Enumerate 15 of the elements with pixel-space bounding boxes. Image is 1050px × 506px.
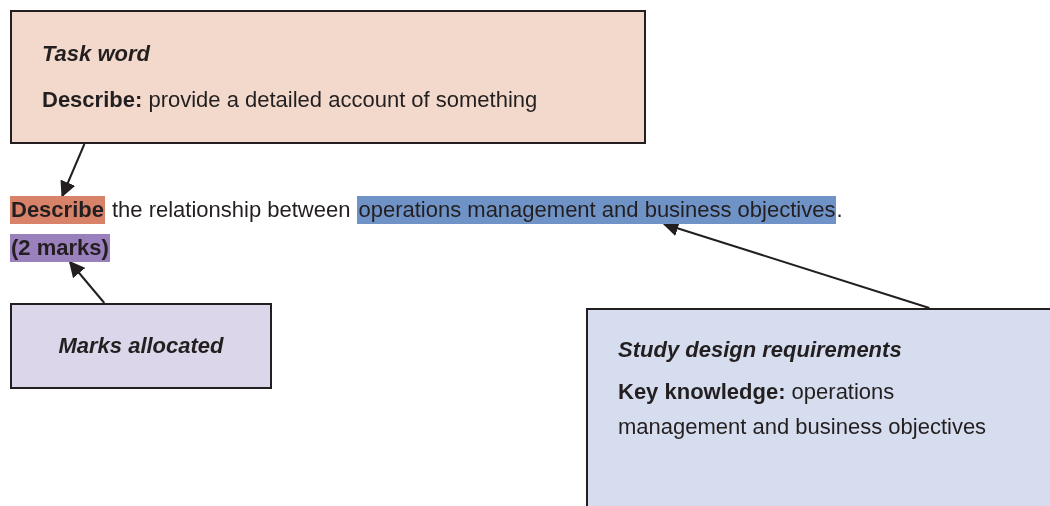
highlighted-text: Describe bbox=[10, 196, 105, 224]
callout-box bbox=[586, 308, 1050, 506]
callout-text: Describe: provide a detailed account of something bbox=[42, 85, 539, 114]
callout-heading: Marks allocated bbox=[58, 332, 224, 360]
callout-text: Key knowledge: operations management and business objectives bbox=[618, 377, 988, 441]
callout-box bbox=[10, 303, 272, 389]
arrow bbox=[60, 143, 86, 198]
highlighted-text: operations management and business objectives bbox=[357, 196, 837, 224]
callout-heading: Study design requirements bbox=[618, 336, 903, 364]
question-text: . bbox=[836, 196, 843, 224]
highlighted-text: (2 marks) bbox=[10, 234, 110, 262]
callout-heading: Task word bbox=[42, 40, 152, 68]
arrow bbox=[68, 260, 106, 304]
question-text: the relationship between bbox=[111, 196, 351, 224]
callout-box bbox=[10, 10, 646, 144]
